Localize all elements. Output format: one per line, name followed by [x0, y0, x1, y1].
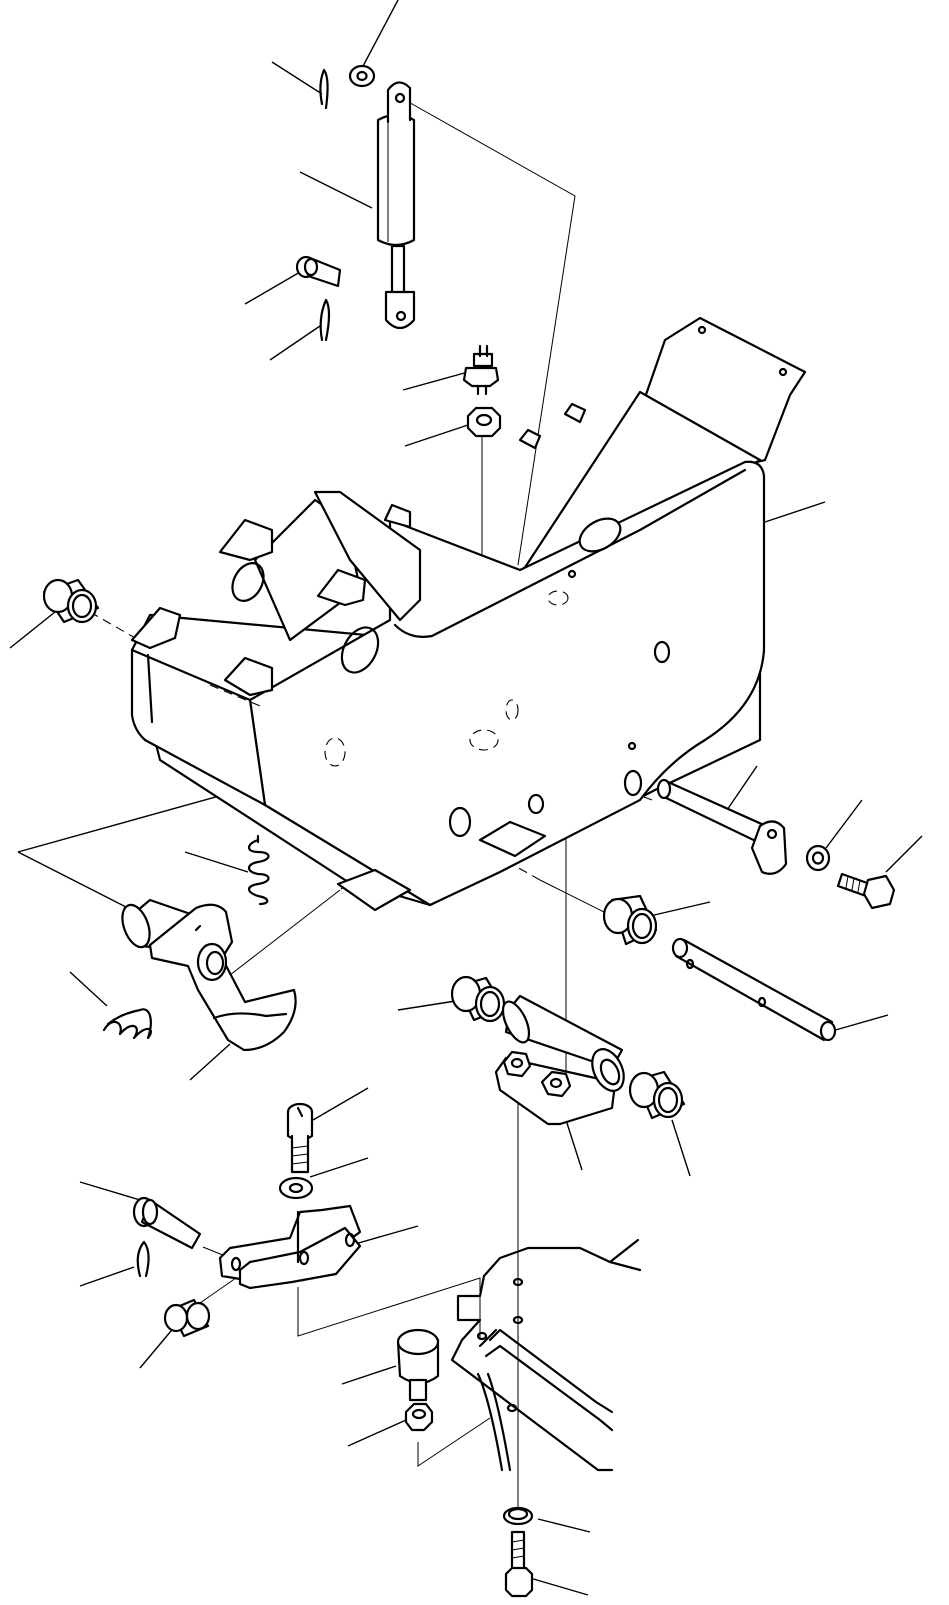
pedal-bracket — [130, 316, 807, 912]
nut — [466, 406, 502, 438]
pressure-switch — [462, 344, 500, 396]
washer — [278, 1176, 314, 1200]
clevis-pin — [295, 255, 342, 288]
spring — [247, 834, 270, 906]
washer — [348, 64, 376, 88]
bushing — [163, 1298, 211, 1338]
hinge-block — [494, 994, 625, 1126]
cotter-pin — [319, 298, 331, 342]
bolt — [504, 1530, 534, 1598]
leader-lines — [9, 0, 923, 1596]
bolt — [286, 1102, 314, 1174]
gas-spring — [376, 81, 416, 330]
bolt — [836, 872, 896, 910]
bushing — [42, 578, 100, 624]
washer — [502, 1506, 534, 1526]
washer — [805, 844, 831, 872]
shaft — [656, 778, 788, 875]
pedal-arm — [121, 898, 297, 1052]
bushing — [602, 894, 658, 946]
bushing — [628, 1070, 686, 1120]
clevis-pin — [132, 1196, 202, 1250]
shaft — [671, 937, 837, 1042]
cotter-pin — [136, 1240, 150, 1278]
cotter-pin — [319, 68, 329, 110]
nut — [404, 1402, 434, 1432]
floor-plate — [450, 1238, 642, 1472]
link-plate — [218, 1204, 362, 1290]
bushing — [450, 975, 506, 1023]
stopper — [396, 1328, 440, 1402]
spring — [102, 1008, 152, 1040]
